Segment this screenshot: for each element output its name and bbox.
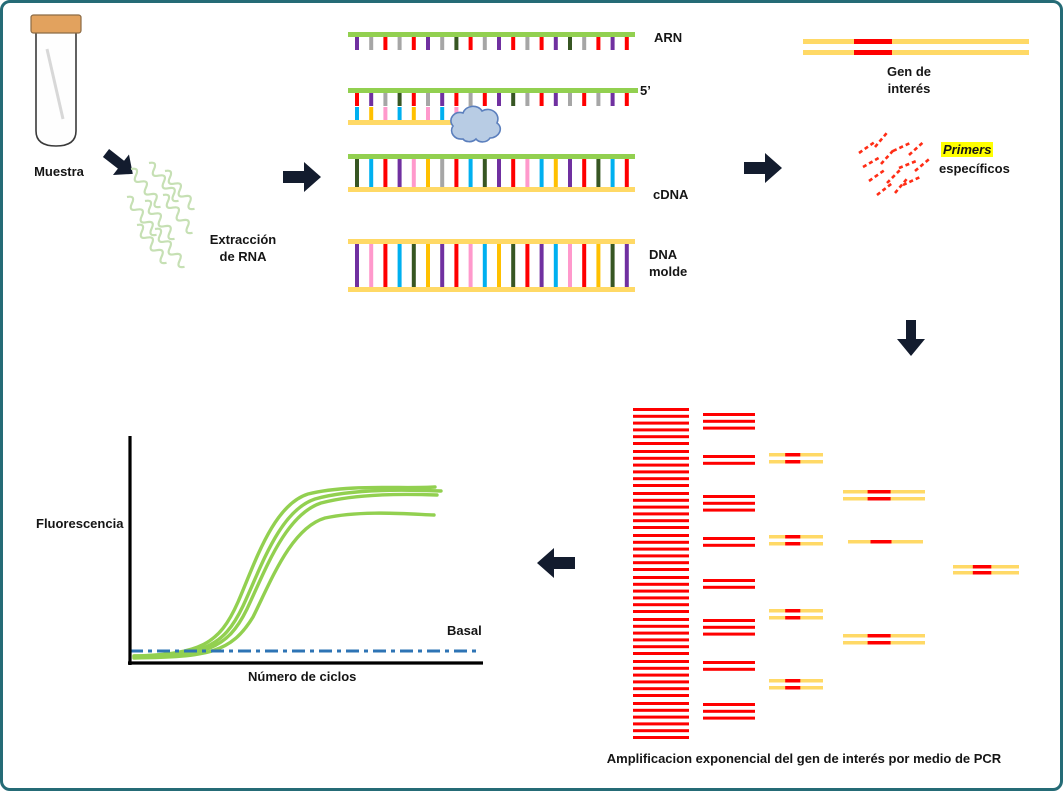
sample-tube <box>30 14 82 147</box>
strand-diagrams <box>348 32 638 292</box>
label-especificos: específicos <box>939 161 1010 176</box>
rna-squiggles <box>126 161 195 269</box>
arrow-pcr-to-graph-icon <box>537 548 575 578</box>
label-basal: Basal <box>447 623 482 638</box>
diagram-art <box>30 14 1029 739</box>
label-fluorescencia: Fluorescencia <box>36 516 124 531</box>
reverse-transcription-strand <box>348 88 638 143</box>
gene-of-interest <box>803 39 1029 55</box>
fluorescence-plot <box>128 436 483 665</box>
label-primers: Primers <box>941 142 994 159</box>
label-primers-highlight: Primers <box>941 142 994 157</box>
tube-cap <box>30 14 82 34</box>
rna-strand <box>348 32 635 50</box>
flow-arrows <box>102 149 925 578</box>
rt-enzyme-cloud <box>450 105 502 143</box>
label-amplificacion-pcr: Amplificacion exponencial del gen de int… <box>606 751 1002 766</box>
label-muestra: Muestra <box>34 164 84 179</box>
plot-axes <box>128 436 483 665</box>
label-numero-ciclos: Número de ciclos <box>248 669 357 684</box>
label-dna-molde: DNA molde <box>649 247 688 279</box>
arrow-rna-to-strands-icon <box>283 162 321 192</box>
label-cdna: cDNA <box>653 187 689 202</box>
dna-template-strand <box>348 239 635 292</box>
label-arn: ARN <box>654 30 683 45</box>
label-gen-interes: Gen de interés <box>886 64 932 96</box>
label-5-prime: 5’ <box>640 83 651 98</box>
label-extraccion-rna: Extracción de RNA <box>209 232 277 264</box>
arrow-strands-to-gene-icon <box>744 153 782 183</box>
primers-cluster <box>858 130 932 197</box>
amplification-curves <box>132 485 443 660</box>
arrow-sample-to-rna-icon <box>102 149 133 175</box>
amplification-products <box>633 408 1019 739</box>
cdna-strand <box>348 154 635 192</box>
arrow-primers-to-pcr-icon <box>897 320 925 356</box>
